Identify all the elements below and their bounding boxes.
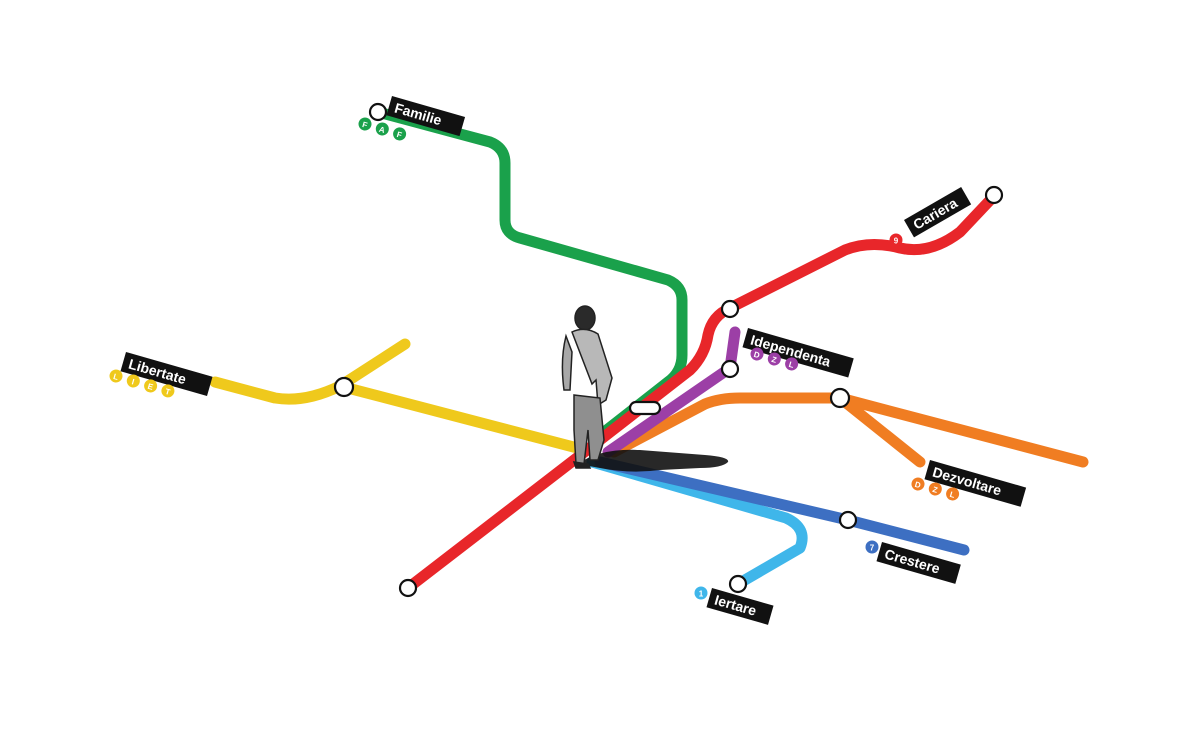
- station-label-dezvoltare: Dezvoltare: [924, 460, 1027, 507]
- line-badge: 1: [699, 590, 704, 599]
- station-circle-icon: [829, 387, 851, 409]
- badge-row-cariera: 9: [889, 233, 903, 247]
- line-green-familie: [372, 106, 688, 446]
- badge-row-independenta: D Z L: [750, 347, 799, 371]
- station-circle-icon: [720, 359, 740, 379]
- line-badge: 7: [870, 544, 875, 553]
- line-badge: E: [147, 382, 155, 392]
- line-yellow-libertate: [209, 338, 591, 456]
- walking-person-icon: [561, 305, 613, 469]
- station-name: Dezvoltare: [931, 464, 1004, 499]
- line-lightblue-iertare: [586, 456, 808, 590]
- line-badge: Z: [770, 355, 777, 365]
- line-blue-crestere: [594, 456, 970, 556]
- station-circle-icon: [333, 376, 355, 398]
- line-orange-dezvoltare: [608, 392, 1089, 468]
- station-circle-icon: [728, 574, 748, 594]
- line-badge: Z: [931, 485, 938, 495]
- interchange-station-icon: [628, 400, 662, 416]
- station-circle-icon: [398, 578, 418, 598]
- line-badge: L: [112, 372, 119, 382]
- station-label-familie: Familie: [386, 96, 466, 137]
- station-label-iertare: Iertare: [706, 588, 774, 625]
- badge-row-libertate: L I E T: [109, 369, 175, 398]
- line-badge: F: [396, 130, 403, 140]
- line-badge: T: [164, 387, 171, 397]
- line-badge: I: [131, 377, 136, 386]
- station-circle-icon: [838, 510, 858, 530]
- person-shadow: [578, 449, 729, 472]
- badge-row-iertare: 1: [694, 586, 708, 600]
- line-badge: A: [378, 125, 386, 135]
- badge-row-familie: F A F: [358, 117, 407, 141]
- line-badge: D: [753, 350, 761, 360]
- station-name: Crestere: [883, 546, 942, 577]
- line-badge: F: [361, 120, 368, 130]
- station-circle-icon: [368, 102, 388, 122]
- station-circle-icon: [984, 185, 1004, 205]
- station-circle-icon: [720, 299, 740, 319]
- line-red-cariera: [402, 190, 1000, 594]
- line-purple-independenta: [602, 326, 741, 458]
- badge-row-crestere: 7: [865, 540, 879, 554]
- badge-row-dezvoltare: D Z L: [911, 477, 960, 501]
- line-badge: L: [949, 490, 956, 500]
- line-badge: L: [788, 360, 795, 370]
- line-badge: 9: [894, 237, 899, 246]
- line-badge: D: [914, 480, 922, 490]
